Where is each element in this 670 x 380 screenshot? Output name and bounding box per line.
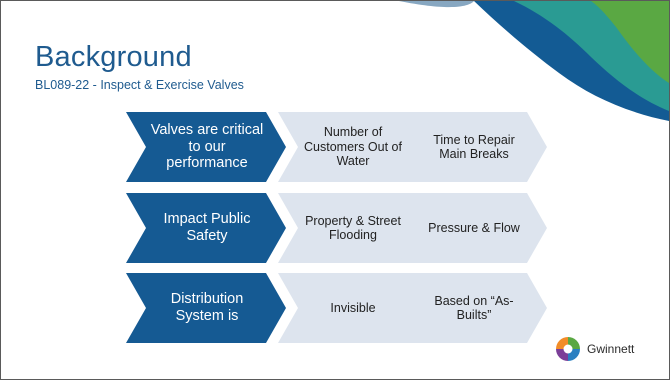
chevron-row-2: Impact Public Safety Property & Street F… bbox=[1, 193, 669, 263]
chevron-row-1: Valves are critical to our performance N… bbox=[1, 112, 669, 182]
slide-title: Background bbox=[35, 41, 192, 73]
chevron-valves-critical: Valves are critical to our performance bbox=[126, 112, 286, 182]
gwinnett-logo-icon bbox=[556, 337, 580, 361]
chevron-public-safety: Impact Public Safety bbox=[126, 193, 286, 263]
chevron-distribution-system: Distribution System is bbox=[126, 273, 286, 343]
corner-swoosh-decoration bbox=[399, 1, 669, 121]
chevron-property-flooding: Property & Street Flooding bbox=[278, 193, 424, 263]
chevron-time-to-repair: Time to Repair Main Breaks bbox=[399, 112, 547, 182]
chevron-customers-out-of-water: Number of Customers Out of Water bbox=[278, 112, 424, 182]
chevron-as-builts: Based on “As-Builts” bbox=[399, 273, 547, 343]
slide-subtitle: BL089-22 - Inspect & Exercise Valves bbox=[35, 78, 244, 92]
chevron-pressure-flow: Pressure & Flow bbox=[399, 193, 547, 263]
chevron-row-3: Distribution System is Invisible Based o… bbox=[1, 273, 669, 343]
gwinnett-logo: Gwinnett bbox=[555, 336, 634, 362]
gwinnett-logo-text: Gwinnett bbox=[587, 342, 635, 356]
chevron-invisible: Invisible bbox=[278, 273, 424, 343]
